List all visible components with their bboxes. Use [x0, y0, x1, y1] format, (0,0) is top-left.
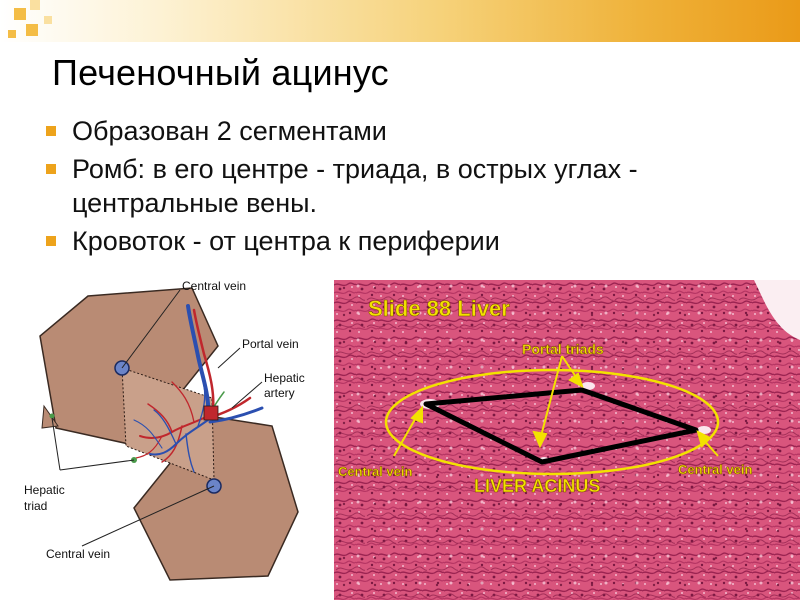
label-central-vein-right: Central vein [678, 462, 752, 477]
slide-title: Печеночный ацинус [52, 52, 389, 93]
bullet-square-icon [46, 126, 56, 136]
liver-micrograph: Slide 88 Liver Portal triads Central vei… [334, 280, 800, 600]
bullet-item: Ромб: в его центре - триада, в острых уг… [46, 152, 766, 220]
bullet-square-icon [46, 236, 56, 246]
decor-square [8, 30, 16, 38]
acinus-rhombus [423, 387, 699, 465]
decor-square [26, 24, 38, 36]
label-hepatic-artery-2: artery [264, 386, 295, 400]
decor-square [30, 0, 40, 10]
pointer-arrows [393, 355, 719, 457]
acinus-ellipse [384, 368, 720, 476]
tissue-texture [334, 280, 800, 600]
acinus-diagram-svg: Central vein Portal vein Hepatic artery … [24, 279, 305, 581]
bullet-text: Кровоток - от центра к периферии [72, 226, 500, 256]
bullet-item: Образован 2 сегментами [46, 114, 766, 148]
label-hepatic-artery-1: Hepatic [264, 371, 305, 385]
acinus-diagram: Central vein Portal vein Hepatic artery … [22, 276, 328, 600]
bullet-item: Кровоток - от центра к периферии [46, 224, 766, 258]
label-hepatic-triad-1: Hepatic [24, 483, 65, 497]
label-central-vein-left: Central vein [338, 464, 412, 479]
bullet-text: Образован 2 сегментами [72, 116, 387, 146]
leader-lines [51, 289, 263, 547]
triad-box [203, 405, 219, 421]
label-slide-title: Slide 88 Liver [368, 296, 510, 321]
decor-square [44, 16, 52, 24]
bullet-square-icon [46, 164, 56, 174]
lower-lobule [133, 415, 299, 581]
header-gradient-bar [0, 0, 800, 42]
bullet-text: Ромб: в его центре - триада, в острых уг… [72, 154, 638, 218]
bullet-list: Образован 2 сегментами Ромб: в его центр… [46, 114, 766, 262]
micrograph-svg: Slide 88 Liver Portal triads Central vei… [334, 280, 800, 600]
triad-marker [49, 413, 55, 419]
blood-vessel-tree [133, 381, 209, 473]
label-portal-vein: Portal vein [242, 337, 299, 351]
vessel-lumen [697, 426, 711, 434]
label-liver-acinus: LIVER ACINUS [474, 476, 600, 496]
label-central-vein-bottom: Central vein [46, 547, 110, 561]
tissue-edge [754, 280, 800, 340]
vessel-lumen [581, 382, 595, 390]
label-portal-triads: Portal triads [522, 341, 604, 357]
label-hepatic-triad-2: triad [24, 499, 47, 513]
label-central-vein-top: Central vein [182, 279, 246, 293]
decor-square [14, 8, 26, 20]
